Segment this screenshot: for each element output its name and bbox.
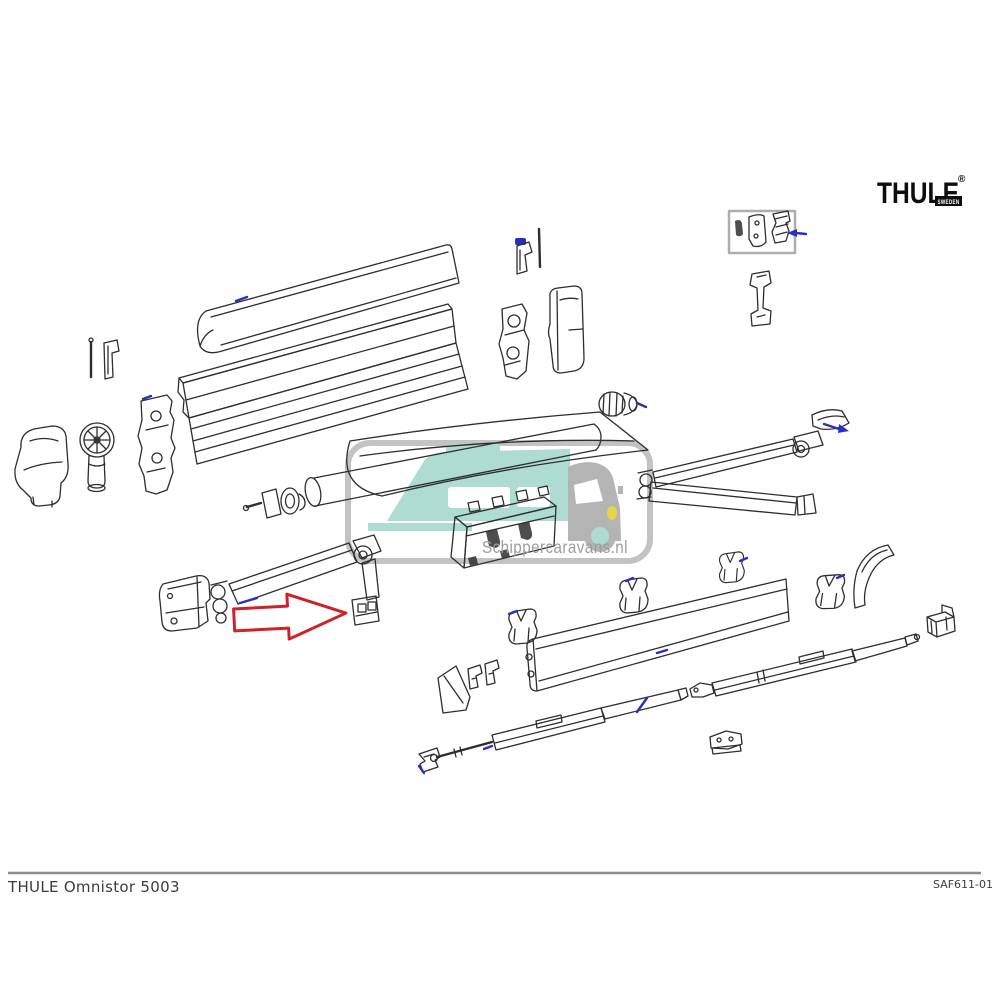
watermark-text: Schippercaravans.nl <box>482 537 628 557</box>
callout-mark <box>238 596 259 605</box>
right-mechanism-bracket <box>498 303 530 380</box>
callout-mark <box>655 648 669 655</box>
thule-logo: THULE ® SWEDEN <box>877 174 966 210</box>
support-leg-right <box>689 633 921 698</box>
tension-bracket <box>515 238 533 275</box>
detail-box-knob <box>735 220 743 237</box>
gear-crank-wheel <box>79 422 115 493</box>
lead-rail <box>525 578 790 692</box>
fixing-pin <box>88 337 94 379</box>
callout-mark <box>141 394 153 401</box>
support-leg-left <box>418 687 689 773</box>
roller-end-gear <box>242 487 306 519</box>
hook-bracket <box>103 339 120 380</box>
leg-bracket <box>709 730 743 755</box>
left-spring-arm <box>158 534 382 632</box>
end-knob <box>598 391 638 417</box>
callout-mark <box>417 764 426 775</box>
detail-box-plate <box>748 214 767 248</box>
callout-mark <box>835 573 846 580</box>
callout-arrow <box>787 229 808 237</box>
fabric-clamp <box>814 572 847 611</box>
right-end-cap <box>547 285 585 374</box>
control-rod <box>537 227 542 269</box>
support-bracket <box>749 270 772 327</box>
right-spring-arm <box>636 409 850 516</box>
callout-mark <box>482 744 494 751</box>
detail-box-ratchet <box>771 210 791 244</box>
highlight-arrow <box>232 592 348 641</box>
left-arm-foot-bracket <box>351 595 380 626</box>
top-cover-profile <box>196 244 460 354</box>
end-blade <box>853 544 895 609</box>
left-end-cap <box>14 425 69 508</box>
footer-product-title: THULE Omnistor 5003 <box>7 878 180 896</box>
parts-layer <box>14 209 956 773</box>
registered-trademark: ® <box>958 174 966 185</box>
wedge-plate <box>437 665 471 714</box>
roller-tube <box>304 423 602 507</box>
footer: THULE Omnistor 5003 SAF611-01 <box>7 871 993 896</box>
case-profile <box>177 303 469 465</box>
fabric-clamp <box>619 577 649 614</box>
callout-mark <box>635 696 649 714</box>
footer-drawing-number: SAF611-01 <box>933 878 993 891</box>
detail-box <box>727 209 797 255</box>
fabric-clamp <box>718 551 745 584</box>
callout-mark <box>507 609 519 616</box>
sweden-label: SWEDEN <box>938 199 960 206</box>
sweden-badge <box>935 196 962 206</box>
callout-mark <box>234 295 249 303</box>
wall-bracket-assembly <box>450 485 557 569</box>
left-mounting-bracket <box>137 394 176 495</box>
callout-mark <box>635 401 648 409</box>
angle-bracket-pair <box>467 659 500 690</box>
callout-marks <box>141 229 849 775</box>
callout-mark <box>738 556 749 563</box>
end-clip-block <box>926 604 956 638</box>
callout-arrow <box>822 422 849 433</box>
callout-mark <box>624 576 635 583</box>
awning-fabric <box>346 411 649 497</box>
